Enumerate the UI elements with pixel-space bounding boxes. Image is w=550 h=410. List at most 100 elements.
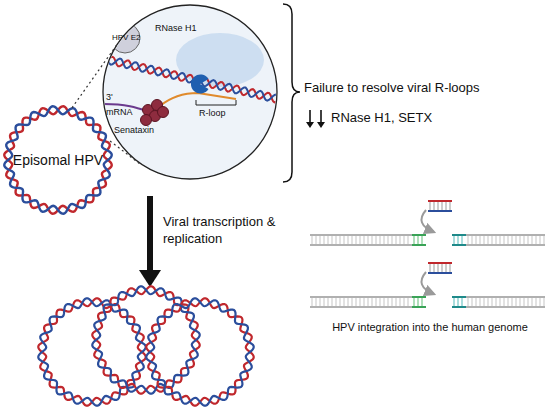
base-pair — [335, 235, 336, 245]
base-pair — [429, 201, 430, 211]
dna-strand — [38, 298, 145, 405]
base-pair — [319, 297, 320, 307]
base-pair — [461, 297, 462, 307]
episome-circle: Episomal HPV — [3, 105, 113, 215]
base-pair — [523, 297, 524, 307]
base-pair — [417, 235, 418, 245]
base-pair — [511, 297, 512, 307]
base-pair — [527, 297, 528, 307]
dna-strand — [428, 200, 452, 202]
annotation-text: HPV integration into the human genome — [318, 320, 542, 334]
base-pair — [429, 263, 430, 273]
base-pair — [491, 235, 492, 245]
base-pair — [413, 297, 414, 307]
base-pair — [347, 235, 348, 245]
base-pair — [323, 235, 324, 245]
base-pair — [461, 235, 462, 245]
base-pair — [491, 297, 492, 307]
base-pair — [441, 201, 442, 211]
base-pair — [351, 235, 352, 245]
base-pair — [383, 297, 384, 307]
base-pair — [449, 201, 450, 211]
base-pair — [499, 235, 500, 245]
base-pair — [543, 297, 544, 307]
base-pair — [515, 297, 516, 307]
zoom-circle: HPV E2RNase H13'mRNAR-loopSenataxin — [102, 4, 278, 180]
base-pair — [339, 235, 340, 245]
base-pair — [413, 235, 414, 245]
base-pair — [475, 297, 476, 307]
base-pair — [363, 297, 364, 307]
base-pair — [399, 235, 400, 245]
node-text: Episomal HPV — [3, 105, 113, 215]
base-pair — [315, 297, 316, 307]
insertion-arrow — [422, 210, 435, 232]
base-pair — [315, 235, 316, 245]
base-pair — [453, 235, 454, 245]
base-pair — [343, 235, 344, 245]
base-pair — [343, 297, 344, 307]
base-pair — [433, 263, 434, 273]
base-pair — [387, 297, 388, 307]
base-pair — [437, 263, 438, 273]
base-pair — [379, 235, 380, 245]
down-arrow-head — [306, 122, 314, 128]
dna-strand — [146, 298, 253, 405]
base-pair — [399, 297, 400, 307]
dna-ring — [38, 298, 145, 405]
base-pair — [327, 297, 328, 307]
dna-strand — [412, 234, 426, 236]
base-pair — [379, 297, 380, 307]
node-text: mRNA — [106, 107, 133, 117]
dna-strand — [452, 244, 466, 246]
annotation-text: RNase H1, SETX — [331, 110, 432, 127]
base-pair — [323, 297, 324, 307]
base-pair — [503, 235, 504, 245]
base-pair — [407, 235, 408, 245]
base-pair — [445, 201, 446, 211]
base-pair — [327, 235, 328, 245]
process-arrow-head — [139, 270, 161, 287]
dna-strand — [452, 306, 466, 308]
down-arrow — [320, 110, 322, 124]
base-pair — [359, 235, 360, 245]
annotation-text: Failure to resolve viral R-loops — [304, 80, 480, 97]
node-text: R-loop — [199, 108, 226, 118]
dna-strand — [452, 296, 466, 298]
base-pair — [403, 235, 404, 245]
base-pair — [421, 235, 422, 245]
brace — [283, 4, 300, 182]
node-text: HPV E2 — [112, 33, 140, 42]
base-pair — [483, 235, 484, 245]
base-pair — [479, 235, 480, 245]
base-pair — [403, 297, 404, 307]
dna-strand — [146, 298, 253, 405]
base-pair — [437, 201, 438, 211]
down-arrow-head — [317, 122, 325, 128]
dna-strand — [310, 296, 412, 298]
base-pair — [487, 297, 488, 307]
dna-strand — [466, 234, 545, 236]
base-pair — [531, 235, 532, 245]
dna-strand — [412, 306, 426, 308]
dna-strand — [310, 306, 412, 308]
base-pair — [523, 235, 524, 245]
base-pair — [449, 263, 450, 273]
process-arrow — [147, 196, 153, 272]
base-pair — [395, 235, 396, 245]
base-pair — [433, 201, 434, 211]
base-pair — [487, 235, 488, 245]
dna-strand — [38, 298, 145, 405]
base-pair — [367, 297, 368, 307]
base-pair — [363, 235, 364, 245]
node-text: RNase H1 — [155, 23, 197, 33]
base-pair — [375, 297, 376, 307]
base-pair — [371, 235, 372, 245]
dna-strand — [466, 296, 545, 298]
dna-ring — [146, 298, 253, 405]
base-pair — [331, 235, 332, 245]
base-pair — [359, 297, 360, 307]
base-pair — [375, 235, 376, 245]
base-pair — [319, 235, 320, 245]
